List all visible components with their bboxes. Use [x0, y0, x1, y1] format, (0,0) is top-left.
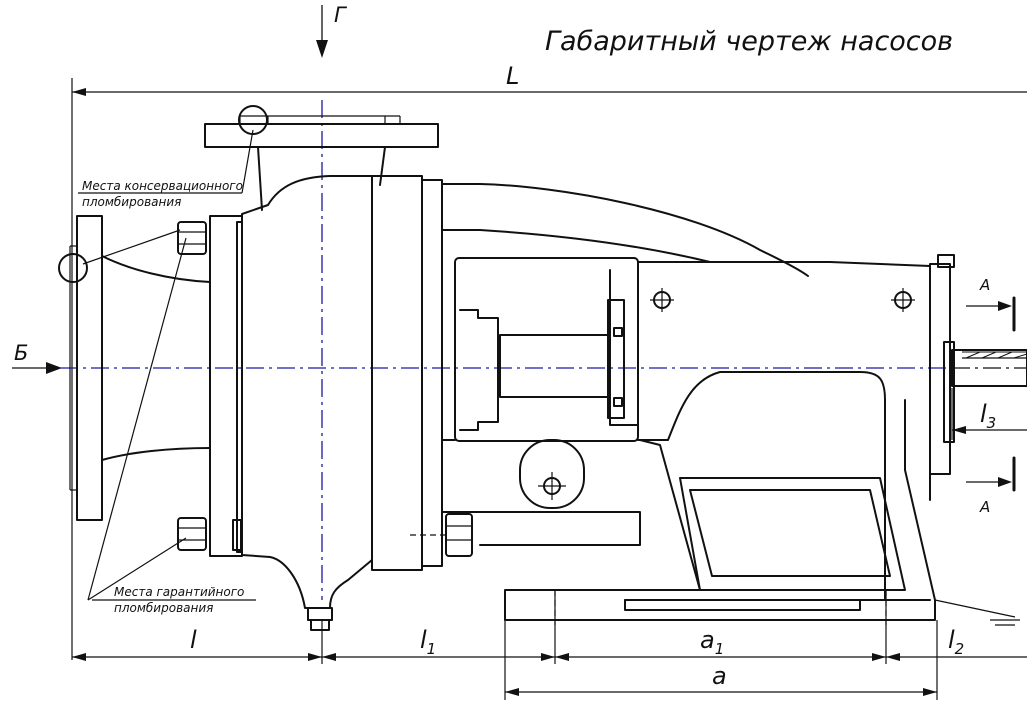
dimension-l3-sub: 3: [987, 414, 997, 432]
dimension-l2-sub: 2: [955, 640, 965, 658]
dimension-l-label: l: [190, 626, 197, 654]
suction-flange: [58, 215, 211, 521]
note-conservation-line1: Места консервационного: [82, 179, 243, 193]
dimension-a1-sub: 1: [715, 640, 725, 658]
dimension-a-label: a: [712, 662, 727, 690]
bearing-bracket: [441, 183, 809, 546]
dimension-L-label: L: [506, 62, 519, 90]
section-marker-a: А А: [966, 276, 1016, 516]
seal-circle-left: [58, 253, 88, 283]
view-label-b: Б: [14, 341, 28, 365]
shaft-end: [951, 349, 1027, 387]
section-label-top: А: [979, 276, 990, 294]
section-label-bottom: А: [979, 498, 990, 516]
view-label-g: Г: [334, 3, 348, 27]
dimension-l3-label: l3: [980, 400, 996, 432]
note-guarantee-line2: пломбирования: [114, 601, 213, 615]
view-arrow-left: Б: [12, 341, 62, 374]
dimension-l1-label: l1: [420, 626, 436, 658]
dimension-l2-label: l2: [948, 626, 964, 658]
pump-casing: [209, 175, 443, 631]
note-guarantee-line1: Места гарантийного: [114, 585, 244, 599]
dimension-l1-sub: 1: [427, 640, 437, 658]
note-conservation-line2: пломбирования: [82, 195, 181, 209]
casing-bolt-top: [177, 221, 207, 255]
dimension-chain-bottom: [72, 388, 1027, 700]
dimension-a1-label: a1: [700, 626, 724, 658]
dimension-L: L: [71, 62, 1027, 660]
bearing-housing: [637, 254, 955, 601]
seal-circle-top: [238, 105, 268, 135]
bracket-bolt-bottom: [410, 513, 473, 557]
note-leaders: [78, 129, 256, 601]
view-arrow-top: Г: [316, 3, 348, 58]
discharge-flange: [204, 105, 439, 211]
drawing-title: Габаритный чертеж насосов: [545, 26, 953, 57]
pump-base: [504, 399, 1020, 626]
casing-bolt-bottom: [177, 517, 207, 551]
